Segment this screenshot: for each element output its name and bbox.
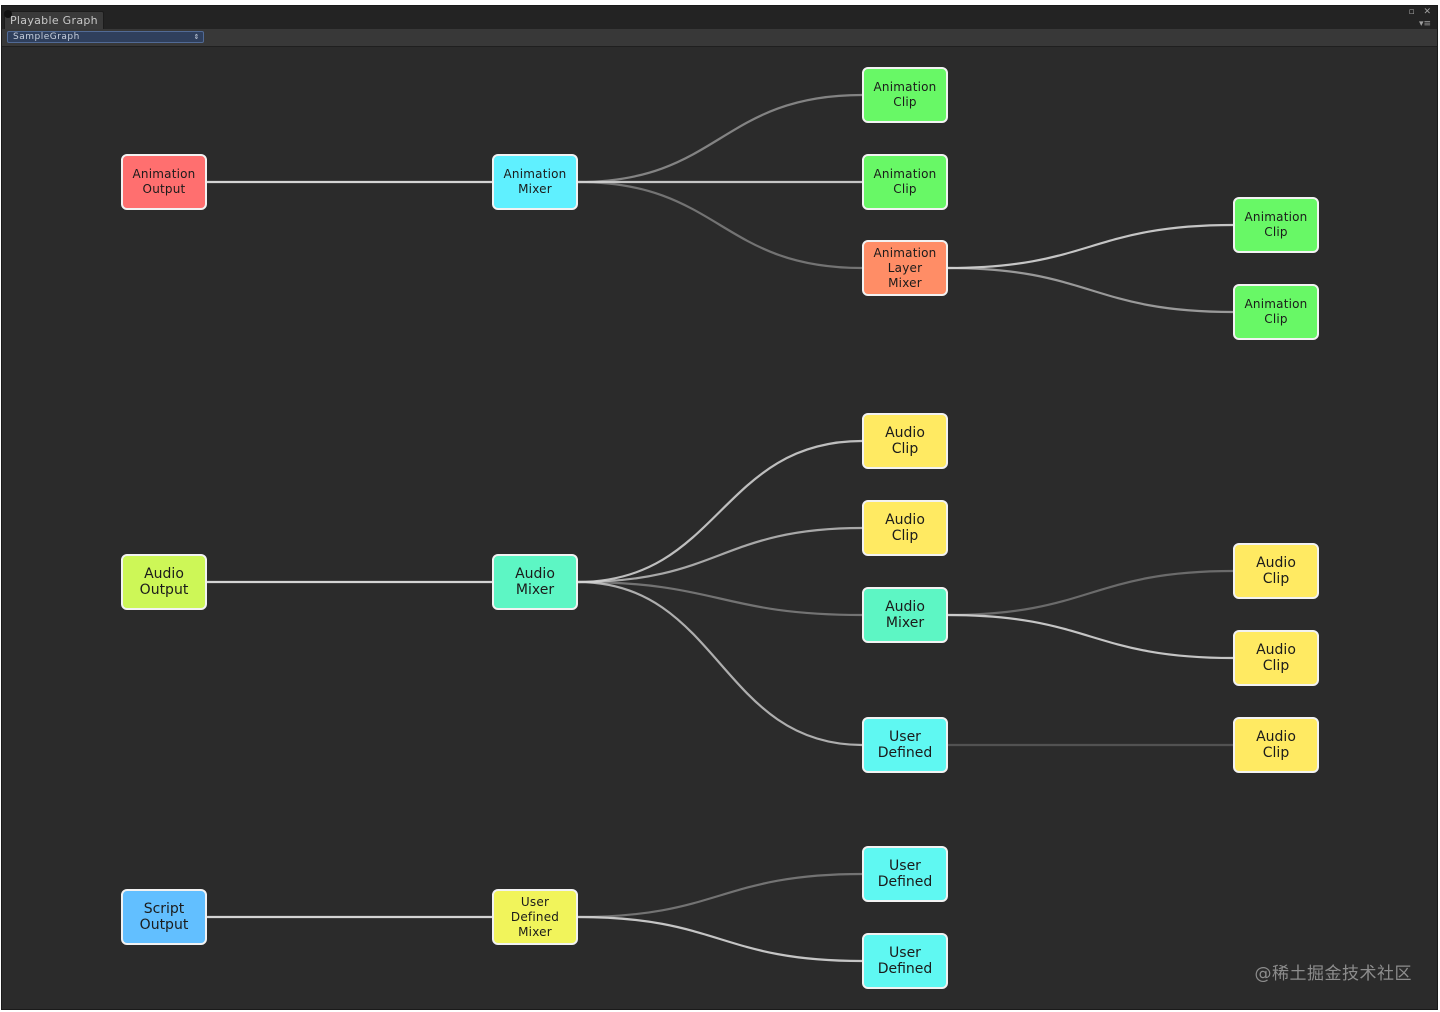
close-icon[interactable]: ✕ bbox=[1423, 7, 1431, 17]
node-label: Animation Layer Mixer bbox=[873, 245, 937, 290]
playable-graph-window: Playable Graph ▫ ✕ ▾≡ SampleGraph ⇕ bbox=[1, 5, 1438, 1010]
node-audio-mixer-2[interactable]: Audio Mixer bbox=[862, 587, 948, 643]
graph-select-value: SampleGraph bbox=[13, 32, 80, 42]
node-user-defined-3[interactable]: User Defined bbox=[862, 933, 948, 989]
node-label: Animation Clip bbox=[873, 80, 937, 109]
node-label: Animation Output bbox=[132, 167, 196, 196]
node-animation-clip-2[interactable]: Animation Clip bbox=[862, 154, 948, 210]
node-animation-clip-1[interactable]: Animation Clip bbox=[862, 67, 948, 123]
node-audio-clip-3[interactable]: Audio Clip bbox=[1233, 543, 1319, 599]
node-label: Audio Output bbox=[139, 566, 189, 598]
node-audio-clip-4[interactable]: Audio Clip bbox=[1233, 630, 1319, 686]
node-audio-clip-5[interactable]: Audio Clip bbox=[1233, 717, 1319, 773]
toolbar: SampleGraph ⇕ bbox=[2, 29, 1437, 47]
dropdown-arrow-icon: ⇕ bbox=[193, 33, 200, 41]
node-label: Audio Clip bbox=[1256, 729, 1296, 761]
node-animation-layer-mixer[interactable]: Animation Layer Mixer bbox=[862, 240, 948, 296]
context-menu-icon[interactable]: ▾≡ bbox=[1418, 19, 1431, 29]
node-label: Audio Clip bbox=[1256, 555, 1296, 587]
node-label: Audio Mixer bbox=[885, 599, 925, 631]
tab-lock-icon bbox=[4, 10, 12, 18]
node-animation-mixer[interactable]: Animation Mixer bbox=[492, 154, 578, 210]
window-titlebar: Playable Graph ▫ ✕ ▾≡ bbox=[2, 6, 1437, 30]
node-user-defined-1[interactable]: User Defined bbox=[862, 717, 948, 773]
node-label: Audio Clip bbox=[1256, 642, 1296, 674]
watermark: @稀土掘金技术社区 bbox=[1254, 964, 1412, 984]
node-label: Animation Clip bbox=[1244, 210, 1308, 239]
node-label: User Defined Mixer bbox=[510, 894, 560, 939]
tab-playable-graph[interactable]: Playable Graph bbox=[4, 11, 104, 30]
node-animation-clip-4[interactable]: Animation Clip bbox=[1233, 284, 1319, 340]
maximize-icon[interactable]: ▫ bbox=[1408, 7, 1415, 17]
node-script-output[interactable]: Script Output bbox=[121, 889, 207, 945]
node-animation-clip-3[interactable]: Animation Clip bbox=[1233, 197, 1319, 253]
node-label: Animation Clip bbox=[1244, 297, 1308, 326]
tab-label: Playable Graph bbox=[10, 14, 98, 27]
node-label: Animation Clip bbox=[873, 167, 937, 196]
node-audio-clip-1[interactable]: Audio Clip bbox=[862, 413, 948, 469]
graph-select-dropdown[interactable]: SampleGraph ⇕ bbox=[7, 31, 204, 43]
node-user-defined-mixer[interactable]: User Defined Mixer bbox=[492, 889, 578, 945]
node-audio-mixer-1[interactable]: Audio Mixer bbox=[492, 554, 578, 610]
node-label: Script Output bbox=[139, 901, 189, 933]
node-label: Audio Clip bbox=[885, 512, 925, 544]
node-label: User Defined bbox=[877, 729, 933, 761]
node-label: User Defined bbox=[877, 945, 933, 977]
node-audio-output[interactable]: Audio Output bbox=[121, 554, 207, 610]
node-animation-output[interactable]: Animation Output bbox=[121, 154, 207, 210]
node-label: Audio Mixer bbox=[515, 566, 555, 598]
node-label: Audio Clip bbox=[885, 425, 925, 457]
node-label: Animation Mixer bbox=[503, 167, 567, 196]
node-user-defined-2[interactable]: User Defined bbox=[862, 846, 948, 902]
node-label: User Defined bbox=[877, 858, 933, 890]
window-controls: ▫ ✕ bbox=[1402, 8, 1431, 17]
node-audio-clip-2[interactable]: Audio Clip bbox=[862, 500, 948, 556]
